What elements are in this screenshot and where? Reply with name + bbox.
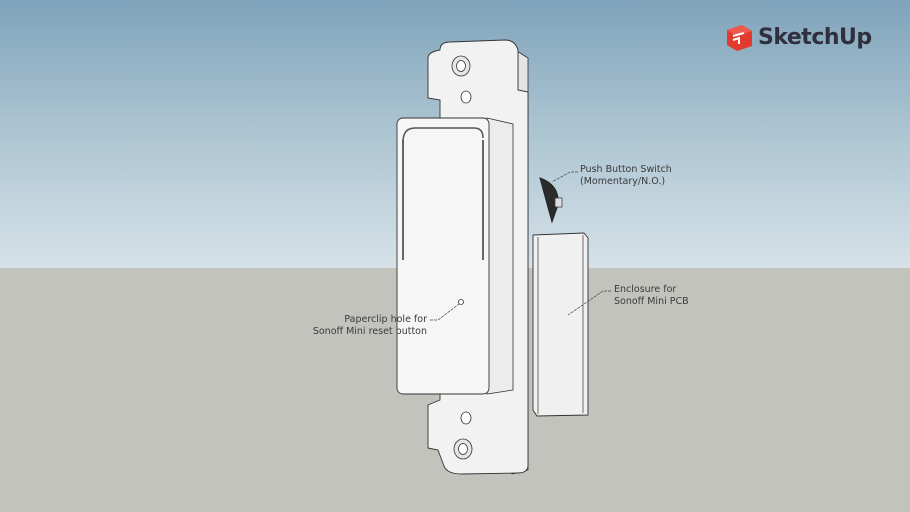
annotation-line: Enclosure for (614, 284, 677, 295)
paperclip-hole (458, 299, 464, 305)
annotation-push-button: Push Button Switch (Momentary/N.O.) (580, 164, 672, 188)
enclosure-box (532, 232, 589, 417)
annotation-paperclip: Paperclip hole for Sonoff Mini reset but… (309, 314, 427, 338)
annotation-line: (Momentary/N.O.) (580, 176, 666, 187)
bottom-small-hole (460, 411, 472, 425)
sketchup-logo: SketchUp (724, 22, 872, 52)
rocker-front (396, 117, 490, 395)
leader-paperclip (430, 303, 460, 321)
logo-text: SketchUp (758, 24, 872, 50)
annotation-line: Sonoff Mini reset button (312, 326, 427, 337)
rocker-side (486, 117, 514, 395)
annotation-line: Push Button Switch (580, 164, 672, 175)
leader-push-button (551, 171, 578, 183)
sketchup-logo-icon (727, 25, 752, 51)
annotation-line: Paperclip hole for (344, 314, 427, 325)
leader-enclosure (567, 290, 611, 316)
top-small-hole (460, 90, 472, 104)
annotation-line: Sonoff Mini PCB (614, 296, 689, 307)
annotation-enclosure: Enclosure for Sonoff Mini PCB (614, 284, 689, 308)
